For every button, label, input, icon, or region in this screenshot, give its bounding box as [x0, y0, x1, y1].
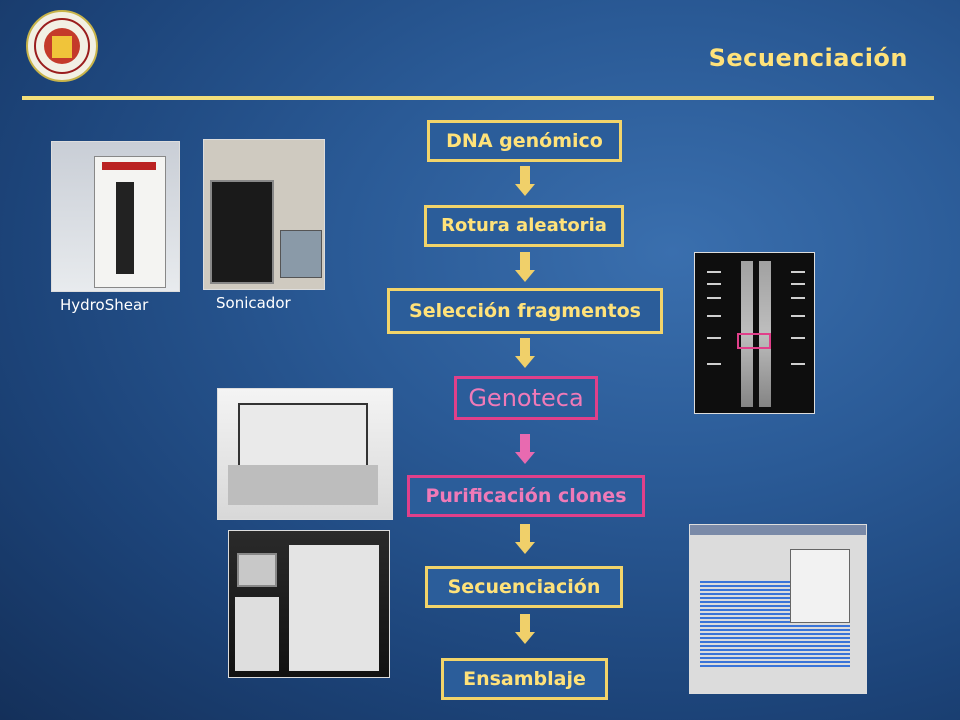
- flow-arrow-2: [515, 252, 535, 282]
- flow-step-secuenciacion: Secuenciación: [425, 566, 623, 608]
- hydroshear-caption: HydroShear: [60, 296, 149, 314]
- assembly-software-screenshot: [689, 524, 867, 694]
- flow-step-genoteca: Genoteca: [454, 376, 598, 420]
- flow-step-seleccion-fragmentos: Selección fragmentos: [387, 288, 663, 334]
- liquid-handling-robot-photo: [217, 388, 393, 520]
- flow-arrow-3: [515, 338, 535, 368]
- header-divider: [22, 96, 934, 100]
- flow-step-dna-genomico: DNA genómico: [427, 120, 622, 162]
- selected-fragment-marker: [737, 333, 771, 349]
- dna-sequencer-photo: [228, 530, 390, 678]
- sonicador-caption: Sonicador: [216, 294, 291, 312]
- flow-arrow-4: [515, 434, 535, 464]
- flow-step-purificacion-clones: Purificación clones: [407, 475, 645, 517]
- university-seal-logo: [26, 10, 98, 82]
- slide-title: Secuenciación: [708, 44, 908, 72]
- electrophoresis-gel-image: [694, 252, 815, 414]
- flow-arrow-1: [515, 166, 535, 196]
- flow-arrow-5: [515, 524, 535, 554]
- hydroshear-photo: [51, 141, 180, 292]
- flow-step-ensamblaje: Ensamblaje: [441, 658, 608, 700]
- sonicador-photo: [203, 139, 325, 290]
- flow-step-rotura-aleatoria: Rotura aleatoria: [424, 205, 624, 247]
- flow-arrow-6: [515, 614, 535, 644]
